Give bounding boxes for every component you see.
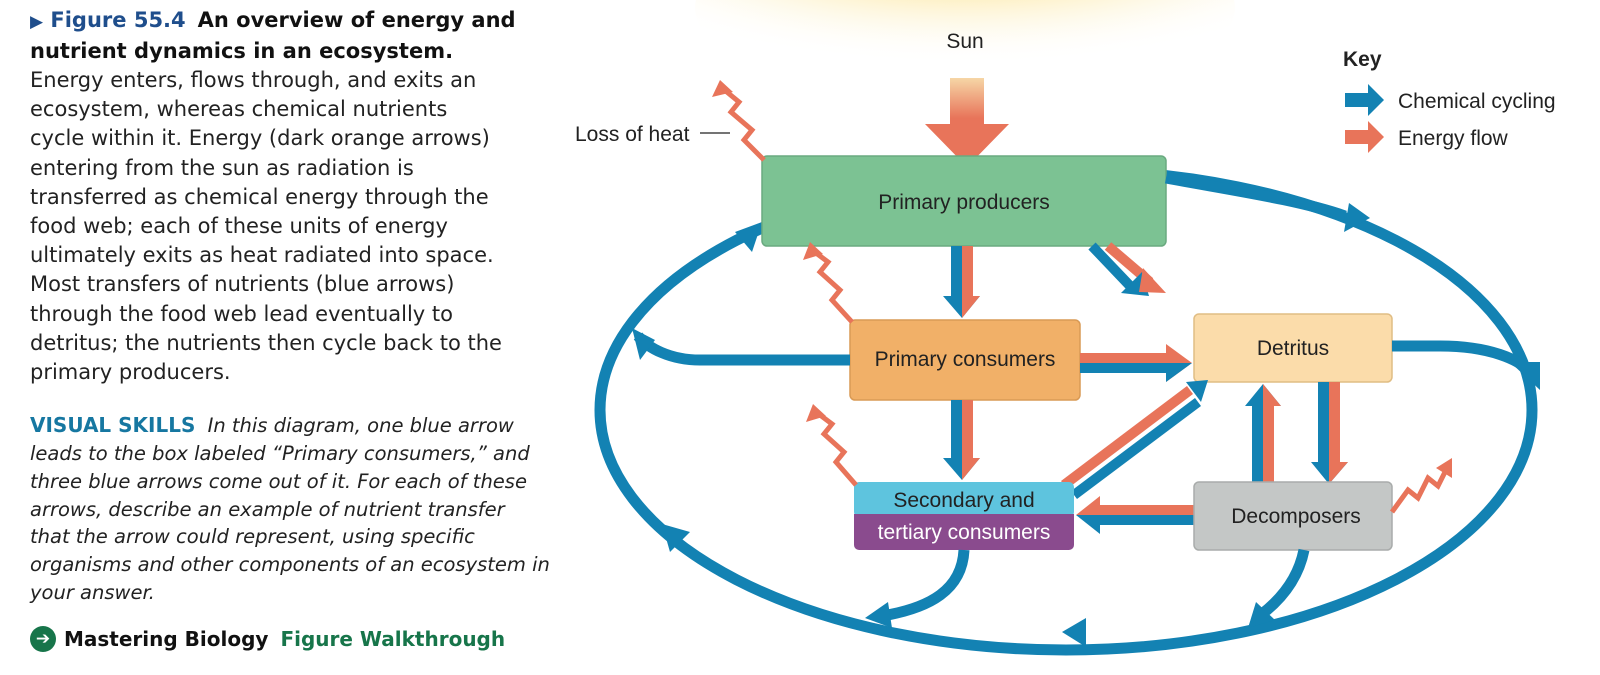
- primary-producers-label: Primary producers: [878, 191, 1050, 214]
- heat-squiggle-producers: [720, 86, 766, 162]
- producer-to-detritus-head-orange: [1139, 268, 1166, 293]
- walkthrough-link[interactable]: Figure Walkthrough: [280, 627, 506, 651]
- loop-arrowhead-left-top: [735, 222, 762, 252]
- decomposer-to-loop-arrow: [1258, 548, 1310, 619]
- secondary-to-detritus-blue: [1071, 398, 1201, 499]
- tertiary-consumers-box: [854, 514, 1074, 550]
- loss-of-heat-label: Loss of heat: [575, 123, 690, 146]
- producer-to-loop-arrow: [1164, 172, 1347, 222]
- body-line: cycle within it. Energy (dark orange arr…: [30, 126, 490, 151]
- arrow-circle-icon: ➔: [30, 626, 56, 652]
- decomposer-to-secondary-orange: [1098, 505, 1194, 515]
- loop-arrowhead-left-bottom: [662, 524, 690, 552]
- body-line: ecosystem, whereas chemical nutrients: [30, 97, 448, 122]
- sun-glow: [695, 0, 1235, 103]
- body-line: primary producers.: [30, 360, 231, 385]
- consumer-to-loop-head: [632, 328, 655, 360]
- secondary-to-detritus-head: [1186, 380, 1208, 402]
- body-line: through the food web lead eventually to: [30, 301, 453, 326]
- consumer-to-secondary-head-orange: [962, 458, 980, 480]
- decomposer-to-detritus-head-orange: [1263, 384, 1281, 406]
- key-title: Key: [1343, 48, 1382, 71]
- key-energy-arrow-icon: [1345, 121, 1384, 153]
- detritus-label: Detritus: [1257, 337, 1329, 360]
- body-line: Most transfers of nutrients (blue arrows…: [30, 272, 455, 297]
- detritus-to-loop-arrow: [1392, 340, 1535, 376]
- loop-arrowhead-top: [1344, 203, 1370, 232]
- decomposers-label: Decomposers: [1231, 505, 1361, 528]
- secondary-to-loop-arrow: [881, 549, 970, 622]
- tertiary-consumers-label: tertiary consumers: [878, 521, 1051, 544]
- decomposer-to-loop-head: [1248, 602, 1275, 628]
- heat-squiggle-secondary: [814, 410, 858, 487]
- visual-skills-label: VISUAL SKILLS: [30, 413, 196, 438]
- figure-number: Figure 55.4: [50, 8, 186, 32]
- visual-skills: VISUAL SKILLS In this diagram, one blue …: [30, 412, 550, 607]
- decomposer-to-secondary-blue: [1098, 515, 1194, 525]
- detritus-to-decomposer-head-orange: [1329, 462, 1348, 484]
- consumer-to-secondary-blue: [951, 400, 962, 460]
- secondary-consumers-box: [854, 482, 1074, 517]
- heat-head-producers: [712, 80, 733, 97]
- producer-to-consumer-orange: [962, 246, 973, 298]
- figure-body: Energy enters, flows through, and exits …: [30, 66, 550, 387]
- mastering-walkthrough-link[interactable]: ➔ Mastering Biology Figure Walkthrough: [30, 624, 505, 654]
- body-line: food web; each of these units of energy: [30, 214, 448, 239]
- detritus-to-loop-head: [1510, 362, 1540, 390]
- consumer-to-loop-arrow: [633, 332, 850, 366]
- decomposer-to-detritus-blue: [1252, 404, 1263, 486]
- consumer-to-secondary-orange: [962, 400, 973, 460]
- key-chemical-arrow-icon: [1345, 84, 1384, 116]
- figure-marker-icon: ▶: [30, 12, 44, 32]
- visual-skills-text: In this diagram, one blue arrow leads to…: [30, 414, 550, 605]
- heat-head-decomposers: [1436, 458, 1452, 478]
- loop-arrowhead-bottom: [1062, 618, 1086, 647]
- consumer-to-detritus-head-blue: [1166, 363, 1192, 382]
- body-line: Energy enters, flows through, and exits …: [30, 68, 477, 92]
- consumer-to-detritus-blue: [1080, 363, 1168, 373]
- primary-consumers-label: Primary consumers: [875, 348, 1056, 371]
- producer-to-detritus-blue: [1088, 242, 1136, 292]
- detritus-to-decomposer-orange: [1329, 382, 1340, 464]
- figure-title: An overview of energy and nutrient dynam…: [30, 8, 516, 63]
- mastering-brand: Mastering Biology: [64, 627, 269, 651]
- sun-label: Sun: [946, 30, 983, 53]
- heat-head-consumers: [803, 242, 823, 260]
- decomposer-to-secondary-head: [1076, 496, 1100, 515]
- key-energy-label: Energy flow: [1398, 127, 1509, 150]
- decomposer-to-detritus-orange: [1263, 404, 1274, 486]
- secondary-to-loop-head: [865, 602, 892, 628]
- decomposers-box: [1193, 481, 1393, 551]
- body-line: detritus; the nutrients then cycle back …: [30, 330, 502, 355]
- body-line: transferred as chemical energy through t…: [30, 184, 489, 209]
- heat-squiggle-consumers: [810, 248, 854, 324]
- secondary-consumers-label: Secondary and: [893, 489, 1034, 512]
- body-line: ultimately exits as heat radiated into s…: [30, 243, 494, 268]
- tertiary-box-join: [854, 514, 1074, 520]
- detritus-to-decomposer-blue: [1318, 382, 1329, 464]
- producer-to-consumer-blue: [951, 246, 962, 298]
- key-chemical-label: Chemical cycling: [1398, 90, 1556, 113]
- producer-to-consumer-head-orange: [962, 296, 980, 318]
- secondary-to-detritus-orange: [1060, 386, 1194, 489]
- heat-squiggle-decomposers: [1389, 468, 1449, 514]
- decomposer-to-secondary-head-blue: [1076, 515, 1100, 534]
- sun-energy-arrow: [925, 78, 1009, 167]
- body-line: entering from the sun as radiation is: [30, 155, 414, 180]
- consumer-to-detritus-orange: [1080, 353, 1168, 363]
- heat-head-secondary: [806, 404, 826, 422]
